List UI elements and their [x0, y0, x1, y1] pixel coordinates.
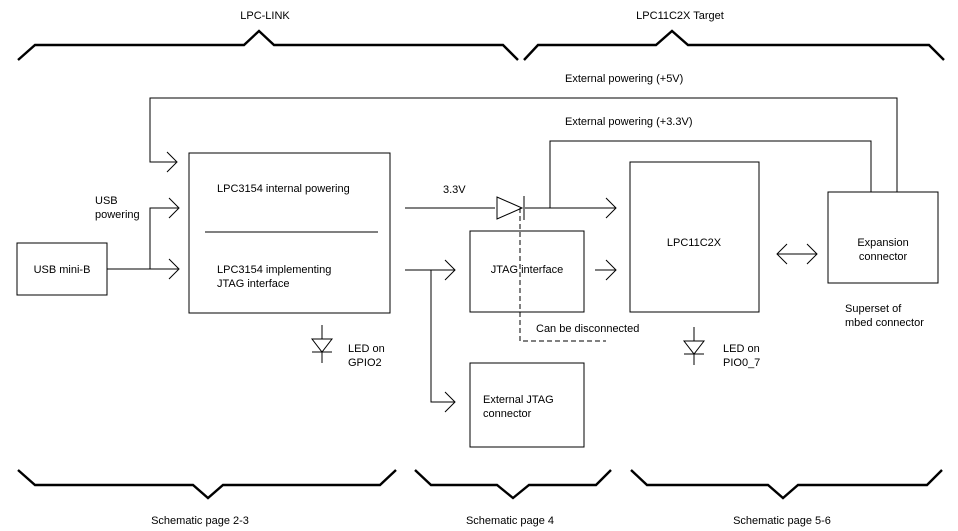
- usb-arrowhead-jtag: [168, 258, 180, 280]
- schematic-page-2-3: Schematic page 2-3: [151, 515, 249, 527]
- brace-lpc-link: [17, 29, 519, 61]
- lpc3154-jtag-label-1: LPC3154 implementing: [217, 264, 331, 276]
- brace-schematic-2-3: [17, 469, 397, 500]
- led-pio-label-2: PIO0_7: [723, 357, 760, 369]
- led-pio0-7-icon: [682, 327, 706, 365]
- brace-schematic-5-6: [630, 469, 943, 500]
- can-disconnect-label: Can be disconnected: [536, 323, 639, 335]
- bidirectional-arrow-icon: [776, 243, 818, 265]
- section-label-lpc-link: LPC-LINK: [240, 10, 290, 22]
- brace-schematic-4: [414, 469, 612, 500]
- ext-3v3-label: External powering (+3.3V): [565, 116, 692, 128]
- superset-label-2: mbed connector: [845, 317, 924, 329]
- ext-5v-line: [149, 97, 898, 192]
- brace-target: [523, 29, 945, 61]
- rail-arrowhead: [605, 197, 617, 219]
- ext-jtag-label-2: connector: [483, 408, 532, 420]
- schematic-page-4: Schematic page 4: [466, 515, 554, 527]
- jtag-arrowhead-interface: [444, 259, 456, 281]
- led-gpio2-icon: [310, 325, 334, 363]
- lpc3154-power-label: LPC3154 internal powering: [217, 183, 350, 195]
- usb-powering-label-2: powering: [95, 209, 140, 221]
- expansion-label-1: Expansion: [857, 237, 908, 249]
- jtag-to-target-arrowhead: [605, 259, 617, 281]
- section-label-target: LPC11C2X Target: [636, 10, 724, 22]
- jtag-signal-line: [405, 269, 455, 403]
- led-gpio2-label-2: GPIO2: [348, 357, 382, 369]
- usb-mini-b-label: USB mini-B: [34, 264, 91, 276]
- expansion-connector-block: [827, 191, 939, 284]
- superset-label-1: Superset of: [845, 303, 902, 315]
- lpc3154-jtag-label-2: JTAG interface: [217, 278, 290, 290]
- led-gpio2-label-1: LED on: [348, 343, 385, 355]
- lpc3154-block: [188, 152, 391, 314]
- jtag-arrowhead-external: [444, 391, 456, 413]
- ext-5v-arrowhead: [166, 151, 178, 173]
- usb-powering-label-1: USB: [95, 195, 118, 207]
- disconnect-dashed-line: [519, 208, 606, 342]
- expansion-label-2: connector: [859, 251, 908, 263]
- lpc11c2x-label: LPC11C2X: [667, 237, 722, 249]
- ext-jtag-connector-block: [469, 362, 585, 448]
- ext-5v-label: External powering (+5V): [565, 73, 683, 85]
- rail-diode-icon: [496, 196, 524, 220]
- jtag-interface-label: JTAG interface: [491, 264, 564, 276]
- usb-arrowhead-power: [168, 197, 180, 219]
- jtag-interface-block: [469, 230, 585, 313]
- ext-3v3-line: [549, 140, 872, 208]
- usb-powering-line: [107, 207, 178, 270]
- ext-jtag-label-1: External JTAG: [483, 394, 554, 406]
- rail-3v3-label: 3.3V: [443, 184, 466, 196]
- lpc11c2x-block: [629, 161, 760, 313]
- usb-mini-b-block: [16, 242, 108, 296]
- schematic-page-5-6: Schematic page 5-6: [733, 515, 831, 527]
- led-pio-label-1: LED on: [723, 343, 760, 355]
